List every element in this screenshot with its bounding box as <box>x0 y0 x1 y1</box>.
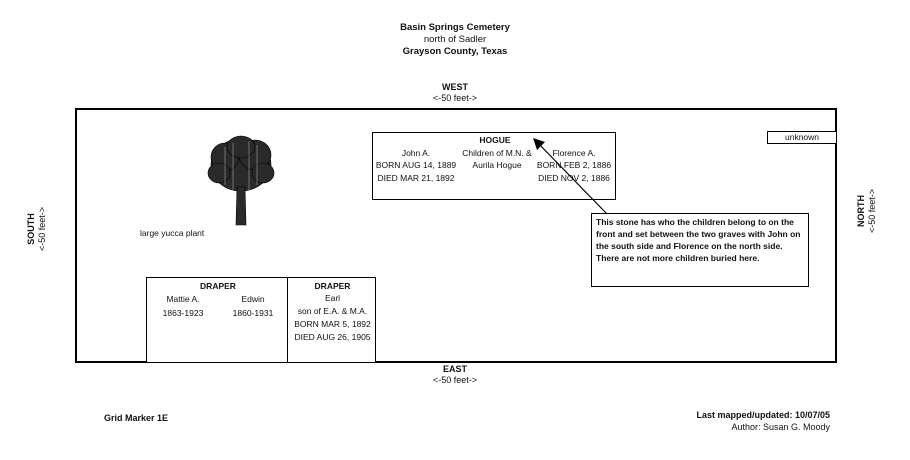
header-county: Grayson County, Texas <box>402 46 508 57</box>
draper2-earl-born: BORN MAR 5, 1892 <box>294 319 371 329</box>
arrow-icon <box>533 138 608 215</box>
hogue-florence-died: DIED NOV 2, 1886 <box>538 173 610 183</box>
east-distance: <-50 feet-> <box>432 375 478 385</box>
draper1-title: DRAPER <box>200 281 236 291</box>
header-location: north of Sadler <box>423 34 487 45</box>
hogue-john-died: DIED MAR 21, 1892 <box>377 173 455 183</box>
header-cemetery-name: Basin Springs Cemetery <box>400 22 510 33</box>
header: Basin Springs Cemetery north of Sadler G… <box>0 22 910 58</box>
plot-boundary <box>75 108 837 363</box>
hogue-florence-born: BORN FEB 2, 1886 <box>536 160 612 170</box>
draper1-edwin-name: Edwin <box>241 294 265 304</box>
tree-label: large yucca plant <box>140 228 205 238</box>
east-label-group: EAST <-50 feet-> <box>405 364 505 386</box>
hogue-children-line2: Aurila Hogue <box>472 160 522 170</box>
draper1-mattie-name: Mattie A. <box>166 294 200 304</box>
note-box: This stone has who the children belong t… <box>591 213 809 287</box>
hogue-children-line1: Children of M.N. & <box>462 148 532 158</box>
south-distance: <-50 feet-> <box>37 206 47 252</box>
hogue-john-born: BORN AUG 14, 1889 <box>375 160 457 170</box>
draper2-earl-name: Earl <box>324 293 341 303</box>
east-label: EAST <box>442 364 467 374</box>
draper1-edwin-years: 1860-1931 <box>232 308 274 318</box>
unknown-stone: unknown <box>767 131 837 144</box>
author: Author: Susan G. Moody <box>731 422 830 432</box>
draper2-earl-died: DIED AUG 26, 1905 <box>294 332 371 342</box>
hogue-title: HOGUE <box>479 135 511 145</box>
draper2-title: DRAPER <box>314 281 351 291</box>
hogue-john-name: John A. <box>401 148 431 158</box>
north-label-group: NORTH <-50 feet-> <box>856 161 878 261</box>
draper1-mattie-years: 1863-1923 <box>162 308 204 318</box>
west-label-group: WEST <-50 feet-> <box>405 82 505 104</box>
south-label: SOUTH <box>26 213 36 245</box>
north-label: NORTH <box>856 195 866 227</box>
hogue-stone: HOGUE John A. BORN AUG 14, 1889 DIED MAR… <box>372 132 616 200</box>
draper-stone-1: DRAPER Mattie A. 1863-1923 Edwin 1860-19… <box>146 277 288 363</box>
west-distance: <-50 feet-> <box>432 93 478 103</box>
footer-credits: Last mapped/updated: 10/07/05 Author: Su… <box>640 409 830 433</box>
hogue-florence-name: Florence A. <box>552 148 596 158</box>
south-label-group: SOUTH <-50 feet-> <box>26 179 48 279</box>
draper-stone-2: DRAPER Earl son of E.A. & M.A. BORN MAR … <box>287 277 376 363</box>
tree-icon <box>207 135 275 226</box>
last-mapped: Last mapped/updated: 10/07/05 <box>696 410 830 420</box>
north-distance: <-50 feet-> <box>867 188 877 234</box>
grid-marker: Grid Marker 1E <box>104 413 169 423</box>
draper2-earl-parents: son of E.A. & M.A. <box>297 306 368 316</box>
west-label: WEST <box>442 82 468 92</box>
